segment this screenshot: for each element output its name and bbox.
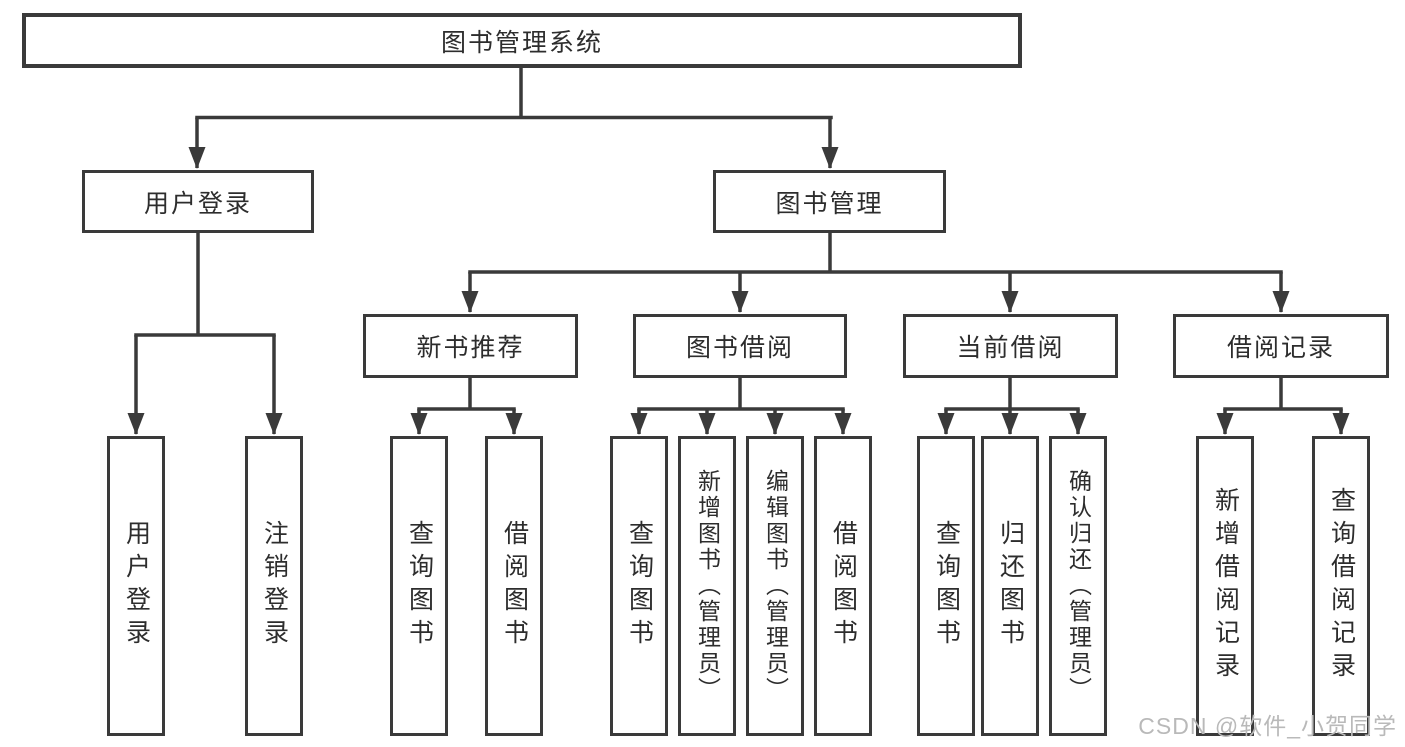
leaf-edit-book-admin: 编辑图书（管理员） [746, 436, 804, 736]
leaf-borrow-books-2-label: 借阅图书 [829, 520, 858, 652]
leaf-borrow-books-1-label: 借阅图书 [500, 520, 529, 652]
node-new-book-recommend-label: 新书推荐 [416, 334, 525, 362]
node-current-borrowing-label: 当前借阅 [956, 334, 1065, 362]
node-root: 图书管理系统 [22, 13, 1022, 68]
node-new-book-recommend: 新书推荐 [363, 314, 578, 378]
node-book-borrowing-label: 图书借阅 [685, 334, 794, 362]
leaf-query-books-1: 查询图书 [390, 436, 448, 736]
leaf-return-book: 归还图书 [981, 436, 1039, 736]
leaf-query-books-1-label: 查询图书 [405, 520, 434, 652]
node-borrow-records: 借阅记录 [1173, 314, 1389, 378]
leaf-add-book-admin: 新增图书（管理员） [678, 436, 736, 736]
leaf-return-book-label: 归还图书 [996, 520, 1025, 652]
leaf-add-borrow-record: 新增借阅记录 [1196, 436, 1254, 736]
node-book-management-label: 图书管理 [775, 189, 884, 218]
leaf-query-books-3-label: 查询图书 [932, 520, 961, 652]
node-book-borrowing: 图书借阅 [633, 314, 847, 378]
leaf-user-login: 用户登录 [107, 436, 165, 736]
leaf-add-book-admin-label: 新增图书（管理员） [694, 469, 721, 703]
leaf-logout: 注销登录 [245, 436, 303, 736]
connector-skeleton [134, 67, 1343, 411]
node-user-login: 用户登录 [82, 170, 314, 233]
watermark: CSDN @软件_小贺同学 [1138, 713, 1397, 739]
leaf-query-borrow-record-label: 查询借阅记录 [1327, 487, 1356, 685]
leaf-user-login-label: 用户登录 [122, 520, 151, 652]
leaf-logout-label: 注销登录 [260, 520, 289, 652]
leaf-borrow-books-1: 借阅图书 [485, 436, 543, 736]
leaf-borrow-books-2: 借阅图书 [814, 436, 872, 736]
leaf-query-borrow-record: 查询借阅记录 [1312, 436, 1370, 736]
leaf-query-books-2: 查询图书 [610, 436, 668, 736]
leaf-edit-book-admin-label: 编辑图书（管理员） [762, 469, 789, 703]
leaf-query-books-2-label: 查询图书 [625, 520, 654, 652]
leaf-confirm-return-admin: 确认归还（管理员） [1049, 436, 1107, 736]
leaf-confirm-return-admin-label: 确认归还（管理员） [1065, 469, 1092, 703]
node-book-management: 图书管理 [713, 170, 946, 233]
node-user-login-label: 用户登录 [143, 189, 252, 218]
node-borrow-records-label: 借阅记录 [1226, 334, 1335, 362]
leaf-add-borrow-record-label: 新增借阅记录 [1211, 487, 1240, 685]
node-current-borrowing: 当前借阅 [903, 314, 1118, 378]
leaf-query-books-3: 查询图书 [917, 436, 975, 736]
node-root-label: 图书管理系统 [440, 28, 603, 57]
connector-arrows [127, 117, 1350, 435]
